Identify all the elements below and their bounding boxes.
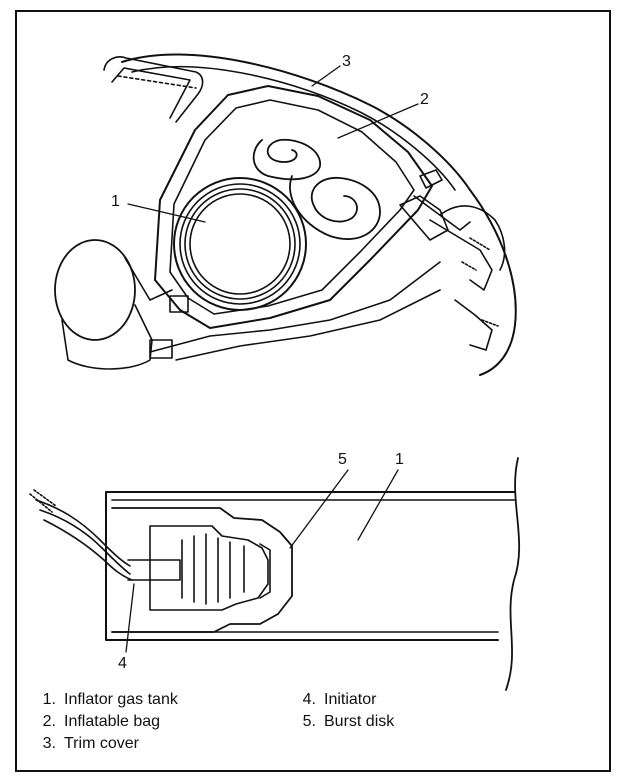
legend-item-5: 5.Burst disk xyxy=(302,713,395,730)
folded-bag-lower xyxy=(289,175,381,240)
callout-bottom-5: 5 xyxy=(338,451,347,468)
leader-top-3 xyxy=(311,65,341,87)
folded-bag xyxy=(252,138,321,181)
callout-top-2: 2 xyxy=(420,91,429,108)
leader-bottom-1 xyxy=(357,469,399,541)
tube-outer-wall xyxy=(105,491,516,641)
bottom-assembly-drawing xyxy=(29,457,521,691)
spoke-hatch xyxy=(117,75,197,89)
leader-top-1 xyxy=(127,203,206,223)
legend-label: Initiator xyxy=(324,691,377,708)
burst-disk-line xyxy=(259,543,271,599)
horn-contact-cluster xyxy=(399,169,506,351)
tube-inner-wall xyxy=(111,499,516,633)
callout-top-1: 1 xyxy=(111,193,120,210)
callout-bottom-1: 1 xyxy=(395,451,404,468)
top-assembly-drawing xyxy=(54,53,517,376)
trim-cover-outline xyxy=(121,53,517,376)
legend-item-4: 4.Initiator xyxy=(302,691,377,708)
inflator-housing xyxy=(54,239,173,370)
legend-label: Trim cover xyxy=(64,735,139,752)
initiator-wires xyxy=(29,489,133,581)
legend-label: Inflatable bag xyxy=(64,713,161,730)
callout-bottom-4: 4 xyxy=(118,655,127,672)
trim-cover-inner-line xyxy=(131,66,456,191)
callout-top-3: 3 xyxy=(342,53,351,70)
parts-legend: 1.Inflator gas tank 2.Inflatable bag 3.T… xyxy=(30,690,590,760)
initiator-cap xyxy=(111,507,293,633)
legend-item-2: 2.Inflatable bag xyxy=(42,713,161,730)
legend-item-1: 1.Inflator gas tank xyxy=(42,691,178,708)
leader-bottom-4 xyxy=(125,583,135,653)
legend-item-3: 3.Trim cover xyxy=(42,735,139,752)
module-housing xyxy=(154,85,433,329)
initiator-body xyxy=(149,525,269,611)
initiator-segments xyxy=(181,533,245,605)
mounting-hardware xyxy=(149,261,441,361)
tube-break-line xyxy=(505,457,521,691)
initiator-pin xyxy=(127,559,181,581)
legend-label: Inflator gas tank xyxy=(64,691,178,708)
legend-label: Burst disk xyxy=(324,713,395,730)
figure-frame xyxy=(15,10,611,772)
leader-top-2 xyxy=(337,103,419,139)
leader-bottom-5 xyxy=(289,469,349,549)
wheel-spoke xyxy=(103,56,204,123)
inflator-gas-tank xyxy=(173,177,307,311)
module-housing-inner xyxy=(169,99,415,315)
